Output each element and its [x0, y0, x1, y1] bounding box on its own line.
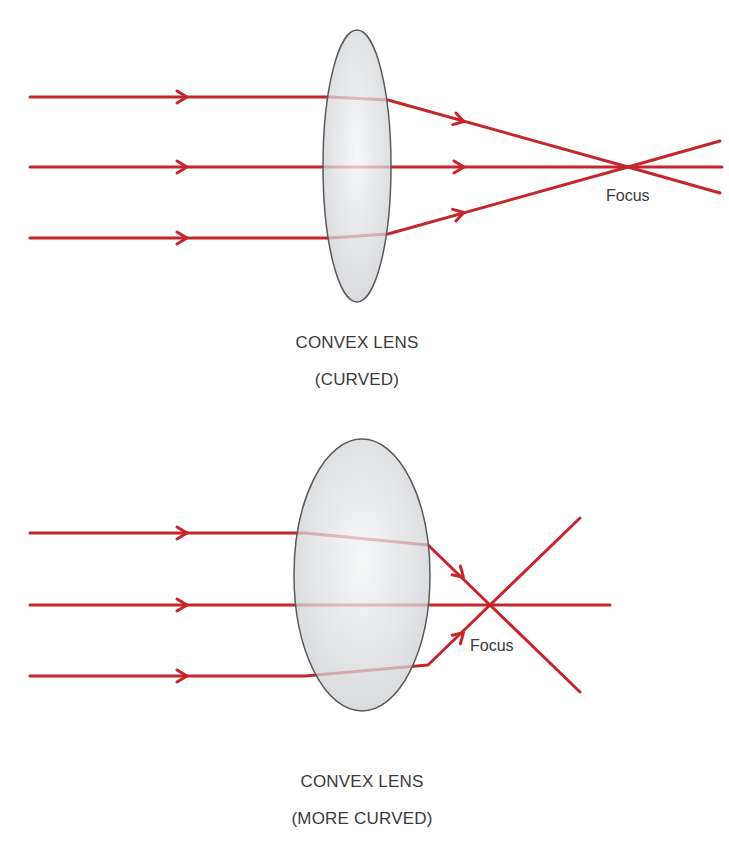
- convex-lens: [294, 439, 430, 711]
- arrowhead: [177, 599, 187, 611]
- arrowhead: [177, 91, 187, 103]
- convex-lens: [323, 30, 391, 302]
- arrowhead: [177, 527, 187, 539]
- arrowhead: [453, 113, 466, 127]
- arrowhead: [177, 232, 187, 244]
- arrowhead: [177, 670, 187, 682]
- arrowhead: [452, 566, 468, 582]
- lens-caption: CONVEX LENS (MORE CURVED): [287, 763, 437, 837]
- focus-label: Focus: [468, 636, 516, 656]
- arrowhead: [177, 161, 187, 173]
- lens-caption: CONVEX LENS (CURVED): [282, 324, 432, 398]
- focus-label: Focus: [604, 186, 652, 206]
- arrowhead: [454, 161, 464, 173]
- arrowhead: [453, 207, 466, 221]
- arrowhead: [452, 628, 468, 644]
